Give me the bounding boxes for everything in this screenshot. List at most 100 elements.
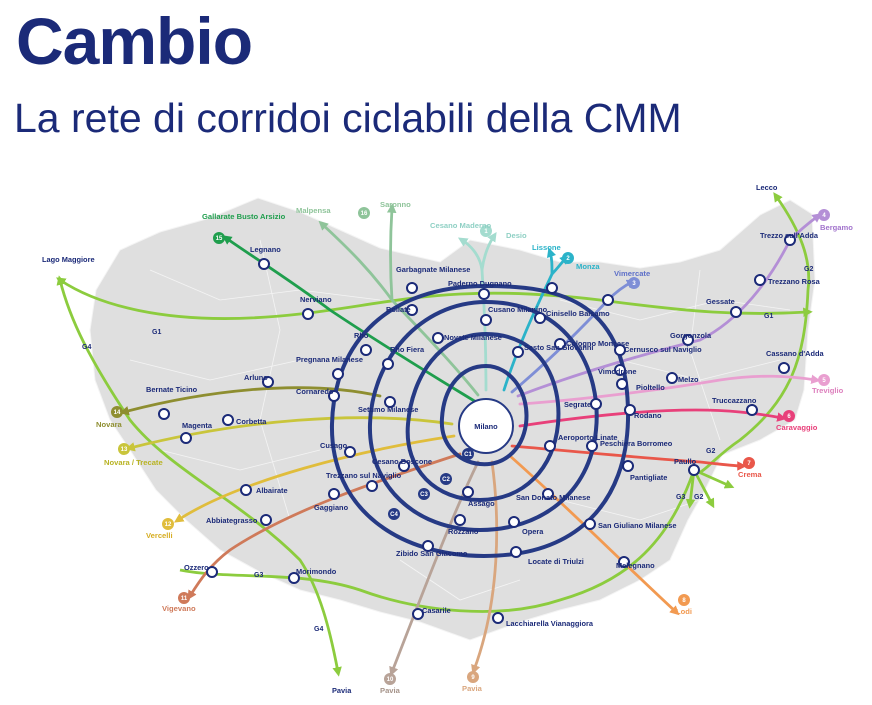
dest-pavia-9: Pavia xyxy=(462,684,483,693)
label-opera: Opera xyxy=(522,527,544,536)
label-lacchiarella: Lacchiarella Vianaggiora xyxy=(506,619,594,628)
badge-13: 13 xyxy=(121,447,128,453)
badge-12: 12 xyxy=(165,522,172,528)
station-segrate xyxy=(590,398,602,410)
station-bernate xyxy=(158,408,170,420)
station-pantigliate xyxy=(622,460,634,472)
station-trezzano-rosa xyxy=(754,274,766,286)
label-cusano: Cusano Milanino xyxy=(488,305,548,314)
station-bollate xyxy=(406,304,418,316)
dest-treviglio: Treviglio xyxy=(812,386,844,395)
greenway-label-g4-south: G4 xyxy=(314,626,323,633)
badge-14: 14 xyxy=(114,410,121,416)
dest-lago-maggiore: Lago Maggiore xyxy=(42,255,95,264)
station-cesano-boscone xyxy=(398,460,410,472)
station-garbagnate xyxy=(406,282,418,294)
station-cinisello xyxy=(534,312,546,324)
station-san-donato xyxy=(542,488,554,500)
station-gorgonzola xyxy=(682,334,694,346)
station-novate xyxy=(432,332,444,344)
station-cernusco xyxy=(614,344,626,356)
label-cologno: Cologno Monzese xyxy=(566,339,629,348)
dest-vercelli: Vercelli xyxy=(146,531,173,540)
station-peschiera xyxy=(586,440,598,452)
station-cassano xyxy=(778,362,790,374)
label-melegnano: Melegnano xyxy=(616,561,655,570)
badge-11: 11 xyxy=(181,596,188,602)
badge-16: 16 xyxy=(361,211,368,217)
station-legnano xyxy=(258,258,270,270)
station-truccazzano xyxy=(746,404,758,416)
dest-lissone: Lissone xyxy=(532,243,561,252)
greenway-labels: G1 G1 G2 G2 G2 G3 G3 G4 G4 xyxy=(82,266,813,633)
ring-tag-c3: C3 xyxy=(420,492,428,498)
page-title: Cambio xyxy=(16,4,253,78)
stations xyxy=(158,234,796,624)
label-sesto: Sesto San Giovanni xyxy=(524,343,593,352)
station-cinisello-north xyxy=(546,282,558,294)
station-paderno xyxy=(478,288,490,300)
label-zibido: Zibido San Giacomo xyxy=(396,549,468,558)
station-rho-fiera xyxy=(382,358,394,370)
label-pioltello: Pioltello xyxy=(636,383,665,392)
badge-15: 15 xyxy=(216,236,223,242)
station-locate xyxy=(510,546,522,558)
label-linate: Aeroporto Linate xyxy=(558,433,618,442)
badge-3: 3 xyxy=(632,281,636,287)
label-legnano: Legnano xyxy=(250,245,281,254)
station-melzo xyxy=(666,372,678,384)
greenway-label-g2-east: G2 xyxy=(706,448,715,455)
ring-tag-c4: C4 xyxy=(390,512,398,518)
station-melegnano xyxy=(618,556,630,568)
station-abbiategrasso xyxy=(260,514,272,526)
greenway-label-g1-east: G1 xyxy=(764,313,773,320)
label-melzo: Melzo xyxy=(678,375,699,384)
label-cornaredo: Cornaredo xyxy=(296,387,334,396)
ring-routes xyxy=(329,283,631,559)
label-gessate: Gessate xyxy=(706,297,735,306)
station-magenta xyxy=(180,432,192,444)
greenway-label-g1-west: G1 xyxy=(152,329,161,336)
destination-labels: Gallarate Busto Arsizio Malpensa Saronno… xyxy=(42,183,853,695)
milano-center: Milano xyxy=(458,398,514,454)
dest-novara-trecate: Novara / Trecate xyxy=(104,458,163,467)
station-assago xyxy=(462,486,474,498)
label-assago: Assago xyxy=(468,499,495,508)
bike-network-map: Milano C1 C2 C3 C4 xyxy=(42,183,853,695)
station-rozzano xyxy=(454,514,466,526)
station-casarile xyxy=(412,608,424,620)
dest-saronno: Saronno xyxy=(380,200,411,209)
label-pantigliate: Pantigliate xyxy=(630,473,667,482)
dest-lodi: Lodi xyxy=(676,607,692,616)
greenway-label-g3-east: G3 xyxy=(676,494,685,501)
label-casarile: Casarile xyxy=(422,606,451,615)
station-cornaredo xyxy=(328,390,340,402)
station-trezzano-naviglio xyxy=(366,480,378,492)
station-trezzo xyxy=(784,234,796,246)
label-morimondo: Morimondo xyxy=(296,567,337,576)
label-pregnana: Pregnana Milanese xyxy=(296,355,363,364)
station-corbetta xyxy=(222,414,234,426)
corridor-badges: 15 16 1 2 3 4 5 6 7 8 9 10 11 12 13 14 xyxy=(111,207,830,685)
dest-lecco: Lecco xyxy=(756,183,778,192)
label-segrate: Segrate xyxy=(564,400,591,409)
station-albairate xyxy=(240,484,252,496)
label-paullo: Paullo xyxy=(674,457,697,466)
badge-2: 2 xyxy=(566,256,570,262)
label-san-donato: San Donato Milanese xyxy=(516,493,590,502)
station-vimodrone xyxy=(614,364,626,376)
label-rho-fiera: Rho Fiera xyxy=(390,345,425,354)
station-vimercate-junction xyxy=(602,294,614,306)
dest-malpensa: Malpensa xyxy=(296,206,331,215)
label-cusago: Cusago xyxy=(320,441,348,450)
station-cusago xyxy=(344,446,356,458)
label-san-giuliano: San Giuliano Milanese xyxy=(598,521,676,530)
badge-9: 9 xyxy=(471,675,475,681)
station-san-giuliano xyxy=(584,518,596,530)
label-vimodrone: Vimodrone xyxy=(598,367,636,376)
greenway-label-g4-north: G4 xyxy=(82,344,91,351)
station-rodano xyxy=(624,404,636,416)
label-novate: Novate Milanese xyxy=(444,333,502,342)
station-labels: Legnano Nerviano Rho Rho Fiera Pregnana … xyxy=(146,231,824,628)
dest-desio: Desio xyxy=(506,231,527,240)
